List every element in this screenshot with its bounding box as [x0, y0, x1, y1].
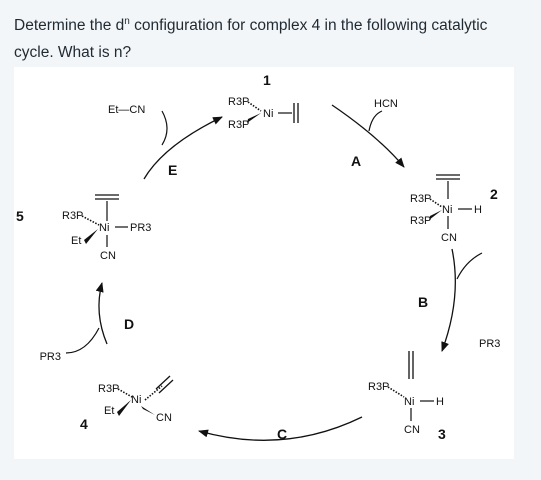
complex-5-pr3: PR3	[130, 222, 151, 234]
complex-5-number: 5	[16, 208, 24, 224]
question-prefix: Determine the d	[14, 17, 125, 35]
question-text: Determine the dn configuration for compl…	[14, 8, 529, 66]
reagent-pr3-out: PR3	[479, 338, 500, 350]
step-label-c: C	[277, 426, 287, 442]
arrow-step-e	[143, 116, 223, 180]
complex-4-metal: Ni	[131, 394, 141, 406]
complex-3-hydride: H	[436, 396, 444, 408]
arrow-step-a	[331, 104, 405, 168]
reagent-hcn: HCN	[374, 98, 398, 110]
complex-4-ligand: R3P	[98, 383, 119, 395]
complex-3-metal: Ni	[404, 396, 414, 408]
hook-etcn-out	[161, 110, 168, 146]
complex-4-alkene-b	[158, 379, 174, 394]
step-label-d: D	[124, 316, 134, 332]
complex-5-cyanide: CN	[100, 250, 116, 262]
reagent-pr3-in: PR3	[40, 351, 61, 363]
complex-3-dash-bond	[387, 386, 405, 398]
complex-2-cyanide: CN	[441, 232, 457, 244]
hook-hcn-in	[368, 110, 383, 132]
complex-5-ethyl: Et	[71, 235, 81, 247]
complex-3-ligand: R3P	[368, 381, 389, 393]
complex-2-metal: Ni	[442, 204, 452, 216]
step-label-e: E	[168, 162, 177, 178]
catalytic-cycle-diagram: A B C D E HCN Et—CN PR3 PR3 1 R3P R3P Ni…	[16, 72, 500, 442]
complex-1-ligand-bottom: R3P	[228, 119, 249, 131]
complex-2-ligand-top: R3P	[410, 193, 431, 205]
complex-1-number: 1	[263, 72, 271, 88]
question-suffix: configuration for complex 4 in the follo…	[14, 17, 488, 62]
complex-1-dash-bond	[247, 101, 262, 112]
complex-1-ligand-top: R3P	[228, 96, 249, 108]
complex-4-alkene-dash	[144, 385, 163, 401]
hook-pr3-in	[65, 327, 100, 354]
complex-3-cyanide: CN	[404, 424, 420, 436]
reagent-et-cn: Et—CN	[108, 104, 145, 116]
complex-1: 1 R3P R3P Ni	[228, 72, 299, 131]
complex-4-ethyl: Et	[104, 405, 114, 417]
complex-5-wedge-bond	[84, 229, 98, 244]
complex-4: R3P Ni Et CN 4	[80, 375, 174, 432]
arrow-step-b	[441, 248, 456, 352]
complex-4-dash-bond	[117, 388, 133, 398]
complex-5: 5 R3P Ni PR3 Et CN	[16, 194, 151, 262]
complex-5-dash-bond	[81, 215, 100, 226]
complex-3: R3P Ni H CN 3	[368, 351, 446, 442]
catalytic-cycle-figure: A B C D E HCN Et—CN PR3 PR3 1 R3P R3P Ni…	[14, 67, 514, 459]
complex-3-number: 3	[438, 426, 446, 442]
complex-2-wedge-bond	[429, 210, 442, 220]
complex-4-number: 4	[80, 416, 88, 432]
complex-1-metal: Ni	[263, 108, 273, 120]
complex-2: R3P R3P Ni H CN 2	[410, 174, 498, 244]
complex-4-cyanide: CN	[156, 412, 172, 424]
complex-2-number: 2	[490, 186, 498, 202]
complex-4-wedge-bond	[117, 400, 131, 416]
complex-1-wedge-bond	[247, 113, 261, 123]
complex-4-wedge-bond-cn	[141, 406, 155, 415]
complex-4-alkene-a	[155, 375, 171, 390]
complex-2-ligand-bottom: R3P	[410, 215, 431, 227]
complex-5-ligand: R3P	[62, 210, 83, 222]
step-label-a: A	[351, 153, 361, 169]
arrow-step-c	[198, 416, 363, 441]
question-superscript: n	[124, 16, 130, 27]
complex-2-hydride: H	[474, 204, 482, 216]
hook-ethylene-in	[456, 252, 483, 280]
complex-5-metal: Ni	[99, 222, 109, 234]
step-label-b: B	[418, 294, 428, 310]
complex-2-dash-bond	[429, 198, 443, 208]
arrow-step-d	[95, 282, 108, 345]
